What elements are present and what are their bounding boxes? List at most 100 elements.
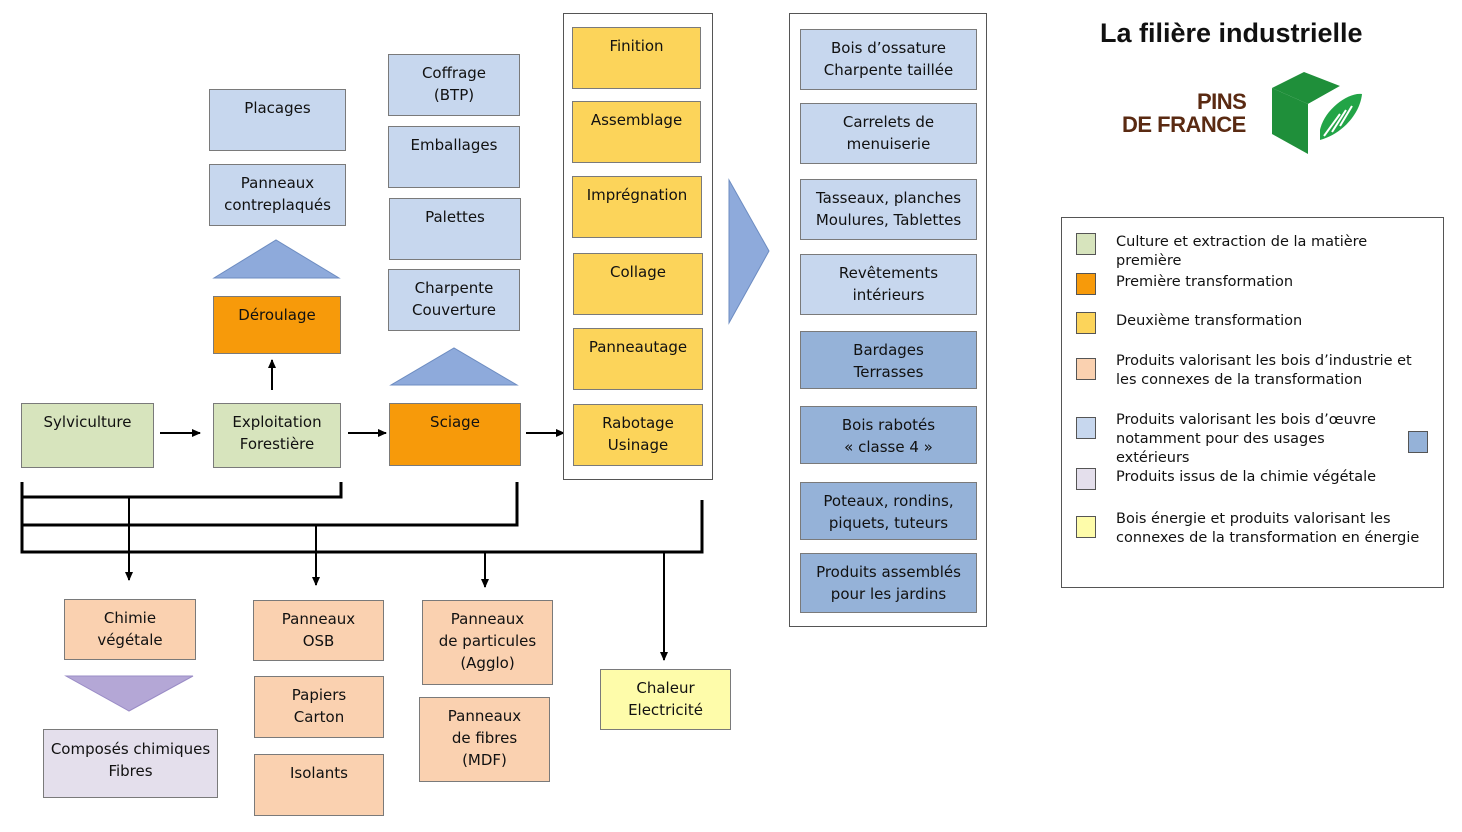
- node-label-line: Panneaux: [240, 174, 315, 192]
- node-label-line: Panneautage: [588, 338, 688, 356]
- node-palettes: Palettes: [389, 198, 521, 260]
- node-deroulage: Déroulage: [213, 296, 341, 354]
- node-label-line: Emballages: [410, 136, 498, 154]
- node-chimie-vegetale: Chimie végétale: [64, 599, 196, 660]
- legend-label: Première transformation: [1116, 274, 1294, 290]
- node-panneaux-particules: Panneaux de particules (Agglo): [422, 600, 553, 685]
- legend-label: Produits issus de la chimie végétale: [1116, 469, 1377, 485]
- node-label-line: Panneaux: [281, 610, 356, 628]
- node-label-line: Panneaux: [447, 707, 522, 725]
- node-carrelets: Carrelets de menuiserie: [800, 103, 977, 164]
- node-impregnation: Imprégnation: [572, 176, 702, 238]
- legend-swatch: [1076, 468, 1096, 490]
- legend-swatch: [1076, 312, 1096, 334]
- node-label-line: Déroulage: [238, 306, 316, 324]
- node-bois-rabotes: Bois rabotés« classe 4 »: [800, 406, 977, 464]
- node-label-line: Coffrage: [421, 64, 487, 82]
- node-label-line: Forestière: [239, 435, 315, 453]
- node-label-line: menuiserie: [846, 135, 931, 153]
- node-label-line: (BTP): [433, 86, 475, 104]
- legend-item: Produits valorisant les bois d’industrie…: [1076, 353, 1436, 402]
- node-label-line: Composés chimiques: [50, 740, 211, 758]
- node-label-line: Carrelets de: [842, 113, 935, 131]
- node-label-line: Chimie: [103, 609, 157, 627]
- node-label-line: Sciage: [430, 413, 480, 431]
- node-coffrage: Coffrage (BTP): [388, 54, 520, 116]
- node-label-line: Electricité: [628, 701, 703, 719]
- node-label-line: Chaleur: [636, 679, 695, 697]
- node-label-line: végétale: [97, 631, 163, 649]
- node-label-line: Assemblage: [590, 111, 683, 129]
- node-label-line: piquets, tuteurs: [828, 514, 949, 532]
- node-label-line: Usinage: [607, 436, 669, 454]
- node-sciage: Sciage: [389, 403, 521, 466]
- node-label-line: Imprégnation: [586, 186, 688, 204]
- legend: Culture et extraction de la matière prem…: [1061, 217, 1444, 588]
- triangle-chimie: [64, 675, 194, 712]
- node-panneautage: Panneautage: [573, 328, 703, 390]
- node-label-line: Exploitation: [232, 413, 322, 431]
- node-label-line: Sylviculture: [43, 413, 132, 431]
- node-label-line: contreplaqués: [224, 196, 331, 214]
- node-label-line: Tasseaux, planches: [815, 189, 962, 207]
- logo-text-line2: DE FRANCE: [1122, 112, 1246, 137]
- node-label-line: Bardages: [853, 341, 924, 359]
- node-label-line: Isolants: [290, 764, 348, 782]
- legend-item: Deuxième transformation: [1076, 312, 1436, 356]
- legend-item: Produits valorisant les bois d’œuvre not…: [1076, 412, 1436, 466]
- legend-swatch: [1076, 358, 1096, 380]
- node-label-line: Finition: [609, 37, 664, 55]
- legend-item: Bois énergie et produits valorisant les …: [1076, 511, 1436, 560]
- node-label-line: (Agglo): [460, 654, 515, 672]
- node-label-line: Charpente taillée: [823, 61, 954, 79]
- node-label-line: Bois rabotés: [841, 416, 936, 434]
- legend-swatch: [1076, 516, 1096, 538]
- legend-item: Culture et extraction de la matière prem…: [1076, 233, 1436, 277]
- node-isolants: Isolants: [254, 754, 384, 816]
- pins-de-france-logo: PINS DE FRANCE: [1118, 70, 1368, 156]
- node-label-line: Placages: [244, 99, 311, 117]
- page-title: La filière industrielle: [1100, 18, 1363, 48]
- triangle-right: [728, 178, 770, 325]
- node-sylviculture: Sylviculture: [21, 403, 154, 468]
- triangle-deroulage: [212, 239, 341, 279]
- legend-swatch: [1076, 417, 1096, 439]
- legend-label: Bois énergie et produits valorisant les …: [1116, 511, 1420, 546]
- node-panneaux-contreplaques: Panneaux contreplaqués: [209, 164, 346, 226]
- triangle-sciage: [389, 347, 519, 386]
- node-label-line: Poteaux, rondins,: [823, 492, 954, 510]
- node-label-line: Collage: [610, 263, 666, 281]
- node-label-line: de particules: [438, 632, 537, 650]
- logo-text-line1: PINS: [1197, 89, 1247, 114]
- bracket-3: [20, 500, 704, 554]
- legend-swatch-extra: [1408, 431, 1428, 453]
- node-label-line: intérieurs: [852, 286, 925, 304]
- node-label-line: Moulures, Tablettes: [815, 211, 962, 229]
- node-label-line: (MDF): [462, 751, 507, 769]
- node-emballages: Emballages: [388, 126, 520, 188]
- node-label-line: Terrasses: [853, 363, 924, 381]
- node-finition: Finition: [572, 27, 701, 89]
- logo-cube-icon: [1272, 72, 1362, 154]
- node-label-line: Panneaux: [450, 610, 525, 628]
- node-label-line: OSB: [302, 632, 335, 650]
- node-placages: Placages: [209, 89, 346, 151]
- node-label-line: Bois d’ossature: [831, 39, 946, 57]
- legend-label: Produits valorisant les bois d’industrie…: [1116, 353, 1412, 388]
- node-label-line: Charpente: [414, 279, 494, 297]
- legend-swatch: [1076, 273, 1096, 295]
- node-label-line: Palettes: [425, 208, 485, 226]
- bracket-2: [20, 482, 519, 527]
